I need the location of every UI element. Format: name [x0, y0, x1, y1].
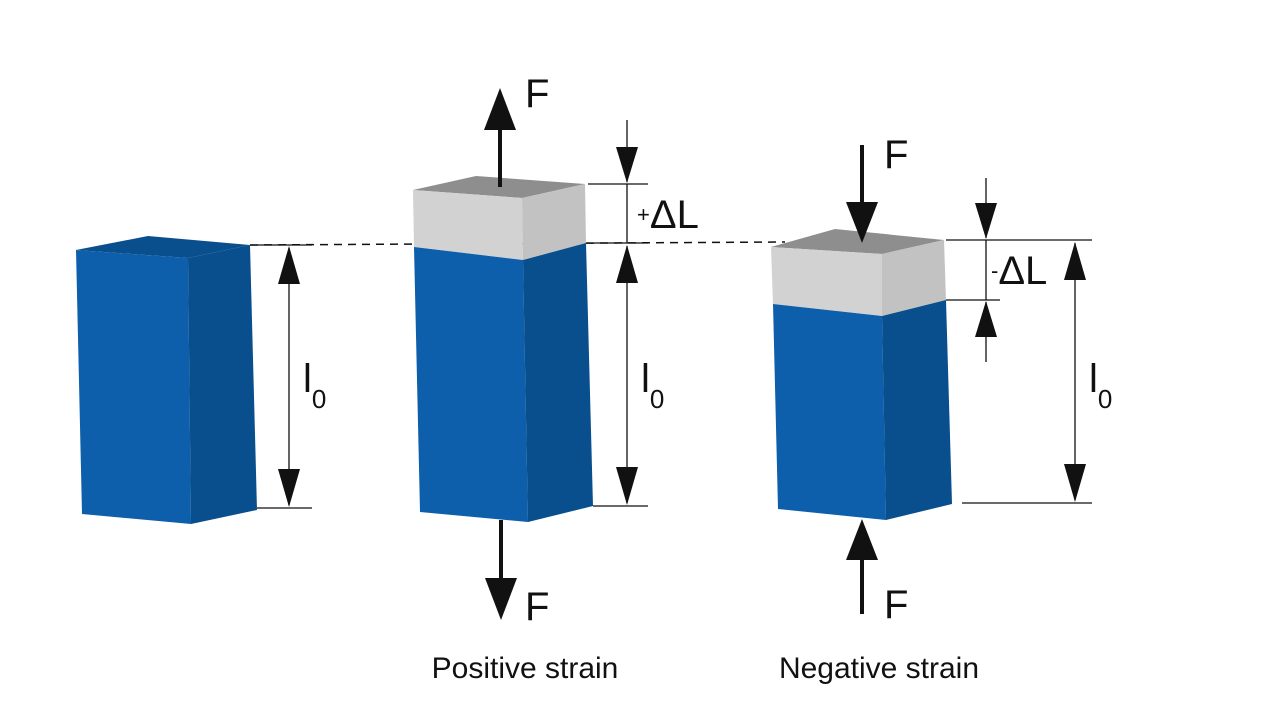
block-side-face [188, 245, 257, 524]
delta-top-face [771, 229, 944, 254]
l0-label: l0 [303, 357, 326, 414]
force-arrow-down-icon [485, 578, 517, 620]
l0-label: l0 [1089, 357, 1112, 414]
delta-arrow-down-icon [975, 203, 997, 239]
force-label-bottom: F [884, 583, 908, 627]
positive-strain-caption: Positive strain [432, 652, 619, 685]
negative-delta-dimension: -ΔL [946, 178, 1092, 362]
arrow-up-icon [278, 246, 300, 284]
force-label-bottom: F [525, 585, 549, 629]
force-arrow-up-icon [484, 88, 516, 130]
arrow-up-icon [616, 245, 638, 283]
block-side-face [882, 300, 952, 520]
delta-arrow-down-icon [616, 147, 638, 183]
delta-side-face [522, 184, 586, 260]
force-label-top: F [884, 133, 908, 177]
force-label-top: F [525, 72, 549, 116]
block-front-face [414, 247, 528, 522]
negative-forces: F F [846, 133, 908, 627]
delta-side-face [882, 240, 946, 316]
delta-front-face [771, 247, 882, 316]
block-side-face [523, 243, 593, 522]
unloaded-block [76, 236, 257, 524]
positive-strain-block [413, 176, 593, 522]
length-dimension-2: l0 [593, 245, 664, 507]
plus-delta-l-label: +ΔL [637, 193, 699, 237]
delta-arrow-up-icon [975, 301, 997, 337]
arrow-down-icon [616, 467, 638, 505]
block-front-face [773, 304, 886, 520]
block-front-face [76, 250, 191, 524]
force-arrow-down-icon [846, 202, 878, 243]
arrow-up-icon [1064, 242, 1086, 280]
block-top-face [76, 236, 250, 258]
force-arrow-up-icon [846, 519, 878, 560]
minus-delta-l-label: -ΔL [991, 249, 1047, 293]
negative-strain-block [771, 229, 952, 520]
positive-delta-dimension: +ΔL [586, 120, 699, 244]
length-dimension-1: l0 [250, 244, 326, 509]
arrow-down-icon [278, 469, 300, 507]
positive-forces: F F [484, 72, 549, 629]
arrow-down-icon [1064, 464, 1086, 502]
delta-front-face [413, 190, 523, 260]
length-dimension-3: l0 [962, 242, 1112, 504]
l0-label: l0 [641, 357, 664, 414]
negative-strain-caption: Negative strain [779, 652, 979, 685]
